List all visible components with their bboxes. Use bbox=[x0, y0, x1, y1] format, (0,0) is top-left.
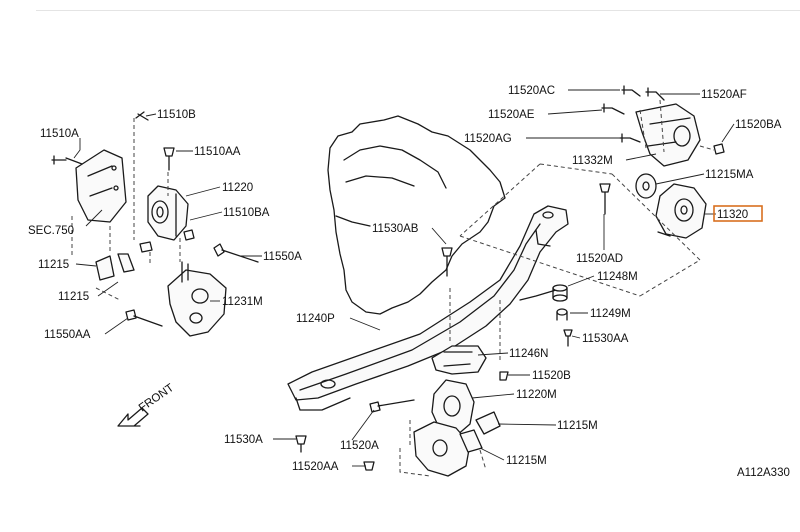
label-11520AG[interactable]: 11520AG bbox=[464, 133, 512, 145]
top-divider bbox=[36, 10, 800, 11]
label-11550AA[interactable]: 11550AA bbox=[44, 329, 91, 341]
label-sec-750[interactable]: SEC.750 bbox=[28, 225, 74, 237]
leader-lines bbox=[73, 89, 735, 467]
label-11520AE[interactable]: 11520AE bbox=[488, 109, 535, 121]
right-mount-assembly bbox=[459, 163, 707, 347]
label-11530AB[interactable]: 11530AB bbox=[372, 223, 419, 235]
label-11215-upper[interactable]: 11215 bbox=[38, 259, 69, 271]
label-11215M-upper[interactable]: 11215M bbox=[557, 420, 598, 432]
label-11510BA[interactable]: 11510BA bbox=[223, 207, 270, 219]
label-11520AC[interactable]: 11520AC bbox=[508, 85, 555, 97]
label-11530AA[interactable]: 11530AA bbox=[582, 333, 629, 345]
part-labels: 11510A 11510B 11510AA 11220 11510BA SEC.… bbox=[28, 85, 790, 479]
figure-code: A112A330 bbox=[737, 467, 790, 479]
label-11246N[interactable]: 11246N bbox=[509, 348, 548, 360]
label-11220[interactable]: 11220 bbox=[222, 182, 253, 194]
right-upper-bracket-assembly bbox=[601, 85, 725, 167]
label-11520AA[interactable]: 11520AA bbox=[292, 461, 339, 473]
label-11510AA[interactable]: 11510AA bbox=[194, 146, 241, 158]
left-mount-assembly bbox=[51, 111, 259, 337]
front-label: FRONT bbox=[137, 382, 176, 415]
label-11520AD[interactable]: 11520AD bbox=[576, 253, 623, 265]
label-11215MA[interactable]: 11215MA bbox=[705, 169, 754, 181]
label-11510A[interactable]: 11510A bbox=[40, 128, 79, 140]
label-11215-lower[interactable]: 11215 bbox=[58, 291, 89, 303]
crossmember bbox=[287, 205, 569, 411]
front-direction-arrow bbox=[117, 407, 149, 427]
label-11530A[interactable]: 11530A bbox=[224, 434, 263, 446]
label-11215M-lower[interactable]: 11215M bbox=[506, 455, 547, 467]
label-11520B[interactable]: 11520B bbox=[532, 370, 571, 382]
label-11248M[interactable]: 11248M bbox=[597, 271, 638, 283]
label-11249M[interactable]: 11249M bbox=[590, 308, 631, 320]
label-11520A[interactable]: 11520A bbox=[340, 440, 379, 452]
label-11550A[interactable]: 11550A bbox=[263, 251, 302, 263]
label-11240P[interactable]: 11240P bbox=[296, 313, 335, 325]
label-11520AF[interactable]: 11520AF bbox=[701, 89, 747, 101]
label-11231M[interactable]: 11231M bbox=[222, 296, 263, 308]
label-11510B[interactable]: 11510B bbox=[157, 109, 196, 121]
label-11320[interactable]: 11320 bbox=[717, 209, 748, 221]
highlighted-part-box bbox=[713, 205, 763, 222]
label-11220M[interactable]: 11220M bbox=[516, 389, 557, 401]
lower-center-mount-assembly bbox=[295, 247, 509, 477]
label-11332M[interactable]: 11332M bbox=[572, 155, 613, 167]
engine-block-outline bbox=[327, 115, 506, 315]
label-11520BA[interactable]: 11520BA bbox=[735, 119, 782, 131]
